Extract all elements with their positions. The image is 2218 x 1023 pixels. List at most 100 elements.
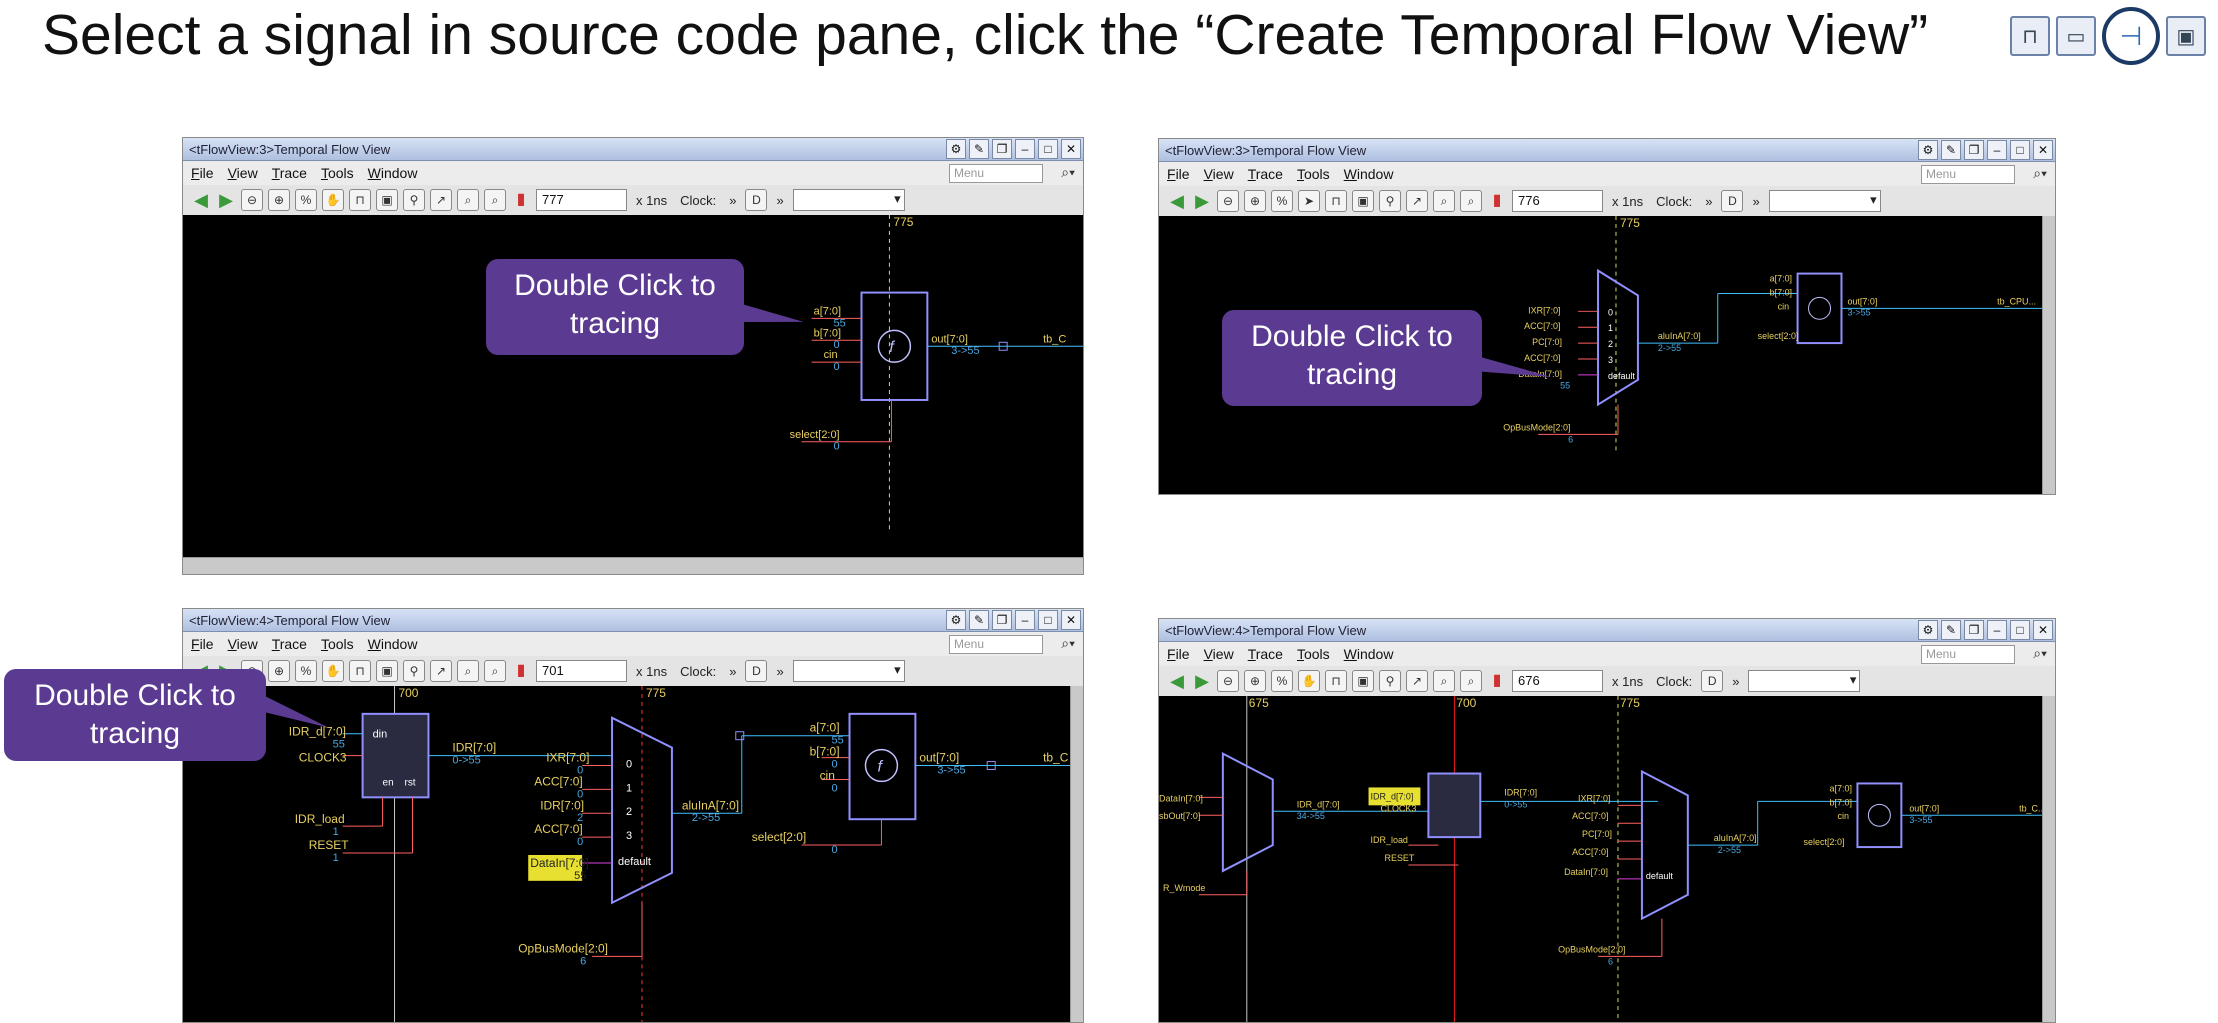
time-input[interactable]: 701 xyxy=(536,660,627,682)
menu-file[interactable]: File xyxy=(1167,166,1190,182)
hand-icon[interactable]: ✋ xyxy=(322,660,344,682)
find-icon[interactable]: ⌕ xyxy=(1460,670,1482,692)
search-icon[interactable]: ⌕▾ xyxy=(1061,164,1075,180)
horizontal-scrollbar[interactable] xyxy=(183,557,1083,574)
schematic-canvas[interactable]: 775 0 1 2 3 default IXR[7:0] ACC[7:0] PC… xyxy=(1159,216,2055,494)
temporal-flow-icon[interactable]: ⊣ xyxy=(2102,7,2160,65)
signal-acc[interactable]: ACC[7:0] xyxy=(534,774,583,788)
menu-view[interactable]: View xyxy=(1203,166,1234,182)
signal-out[interactable]: out[7:0] xyxy=(919,751,959,765)
schematic-canvas[interactable]: 675 700 775 xyxy=(1159,696,2055,1022)
settings-icon[interactable]: ⚙ xyxy=(946,139,966,159)
panel-icon[interactable]: ▣ xyxy=(2166,16,2206,56)
menu-tools[interactable]: Tools xyxy=(320,636,354,652)
minimize-icon[interactable]: – xyxy=(1987,140,2007,160)
maximize-icon[interactable]: □ xyxy=(2010,620,2030,640)
time-input[interactable]: 777 xyxy=(536,189,627,211)
signal-clock[interactable]: CLOCK3 xyxy=(1381,803,1417,813)
vertical-scrollbar[interactable] xyxy=(2042,216,2055,494)
signal-a[interactable]: a[7:0] xyxy=(1770,274,1792,284)
bookmark-icon[interactable]: ▮ xyxy=(1492,672,1502,689)
hand-icon[interactable]: ✋ xyxy=(322,189,344,211)
menu-window[interactable]: Window xyxy=(367,165,418,181)
search-icon[interactable]: ⌕▾ xyxy=(1061,635,1075,651)
menu-window[interactable]: Window xyxy=(367,636,418,652)
menu-window[interactable]: Window xyxy=(1343,166,1394,182)
register-block[interactable] xyxy=(361,712,430,799)
menu-trace[interactable]: Trace xyxy=(271,636,307,652)
menu-search-input[interactable]: Menu xyxy=(949,635,1043,654)
minimize-icon[interactable]: – xyxy=(1015,139,1035,159)
signal-a[interactable]: a[7:0] xyxy=(1830,783,1852,793)
signal-b[interactable]: b[7:0] xyxy=(1830,797,1852,807)
restore-icon[interactable]: ❐ xyxy=(1964,620,1984,640)
signal-cin[interactable]: cin xyxy=(1837,811,1848,821)
function-block[interactable] xyxy=(1796,272,1843,345)
restore-icon[interactable]: ❐ xyxy=(992,139,1012,159)
schematic-icon[interactable]: ▭ xyxy=(2056,16,2096,56)
pin-icon[interactable]: ✎ xyxy=(1941,620,1961,640)
zoom-fit-icon[interactable]: % xyxy=(1271,670,1293,692)
back-arrow-icon[interactable]: ◀ xyxy=(1170,191,1184,211)
menu-tools[interactable]: Tools xyxy=(320,165,354,181)
function-block[interactable] xyxy=(1856,782,1903,849)
forward-arrow-icon[interactable]: ▶ xyxy=(1195,191,1209,211)
flow-icon[interactable]: ↗ xyxy=(1406,670,1428,692)
signal-tb[interactable]: tb_CPU... xyxy=(1997,296,2036,306)
zoom-in-icon[interactable]: ⊕ xyxy=(1244,670,1266,692)
vertical-scrollbar[interactable] xyxy=(2042,696,2055,1022)
menu-tools[interactable]: Tools xyxy=(1296,166,1330,182)
signal-reset[interactable]: RESET xyxy=(309,838,350,852)
signal-idr-d[interactable]: IDR_d[7:0] xyxy=(1297,799,1340,809)
bookmark-icon[interactable]: ▮ xyxy=(1492,192,1502,209)
module-icon[interactable]: ▣ xyxy=(1352,670,1374,692)
time-input[interactable]: 776 xyxy=(1512,190,1603,212)
d-icon[interactable]: D xyxy=(745,189,768,211)
mux-block-2[interactable] xyxy=(1640,769,1689,921)
zoom-out-icon[interactable]: ⊖ xyxy=(1217,190,1239,212)
flow-icon[interactable]: ↗ xyxy=(430,189,452,211)
menu-file[interactable]: File xyxy=(1167,646,1190,662)
search-icon[interactable]: ⌕▾ xyxy=(2033,165,2047,181)
zoom-fit-icon[interactable]: % xyxy=(295,189,317,211)
menu-file[interactable]: File xyxy=(191,636,214,652)
signal-b[interactable]: b[7:0] xyxy=(814,327,841,339)
maximize-icon[interactable]: □ xyxy=(2010,140,2030,160)
signal-select[interactable]: select[2:0] xyxy=(752,830,807,844)
close-icon[interactable]: ✕ xyxy=(2033,620,2053,640)
module-icon[interactable]: ▣ xyxy=(376,189,398,211)
signal-out[interactable]: out[7:0] xyxy=(931,333,968,345)
zoom-out-icon[interactable]: ⊖ xyxy=(1217,670,1239,692)
vertical-scrollbar[interactable] xyxy=(1070,686,1083,1022)
maximize-icon[interactable]: □ xyxy=(1038,139,1058,159)
signal-ixr[interactable]: IXR[7:0] xyxy=(1578,793,1610,803)
signal-idr2[interactable]: IDR[7:0] xyxy=(540,798,584,812)
forward-arrow-icon[interactable]: ▶ xyxy=(219,190,233,210)
pin-icon[interactable]: ✎ xyxy=(969,610,989,630)
more-icon[interactable]: » xyxy=(776,192,784,208)
pin-icon[interactable]: ✎ xyxy=(969,139,989,159)
close-icon[interactable]: ✕ xyxy=(1061,610,1081,630)
signal-pc[interactable]: PC[7:0] xyxy=(1532,337,1562,347)
signal-select[interactable]: select[2:0] xyxy=(1804,837,1845,847)
menu-trace[interactable]: Trace xyxy=(1247,166,1283,182)
signal-idr[interactable]: IDR[7:0] xyxy=(452,741,496,755)
close-icon[interactable]: ✕ xyxy=(2033,140,2053,160)
menu-search-input[interactable]: Menu xyxy=(1921,165,2015,184)
minimize-icon[interactable]: – xyxy=(1987,620,2007,640)
settings-icon[interactable]: ⚙ xyxy=(946,610,966,630)
trace-icon[interactable]: ⚲ xyxy=(403,660,425,682)
waveform-icon[interactable]: ⊓ xyxy=(2010,16,2050,56)
clock-select[interactable] xyxy=(1748,670,1861,692)
menu-tools[interactable]: Tools xyxy=(1296,646,1330,662)
signal-b[interactable]: b[7:0] xyxy=(810,745,840,759)
signal-tb[interactable]: tb_C... xyxy=(2019,803,2045,813)
minimize-icon[interactable]: – xyxy=(1015,610,1035,630)
d-icon[interactable]: D xyxy=(745,660,768,682)
signal-ixr[interactable]: IXR[7:0] xyxy=(1528,305,1560,315)
hand-icon[interactable]: ✋ xyxy=(1298,670,1320,692)
restore-icon[interactable]: ❐ xyxy=(992,610,1012,630)
signal-cin[interactable]: cin xyxy=(1778,301,1789,311)
back-arrow-icon[interactable]: ◀ xyxy=(194,190,208,210)
settings-icon[interactable]: ⚙ xyxy=(1918,620,1938,640)
